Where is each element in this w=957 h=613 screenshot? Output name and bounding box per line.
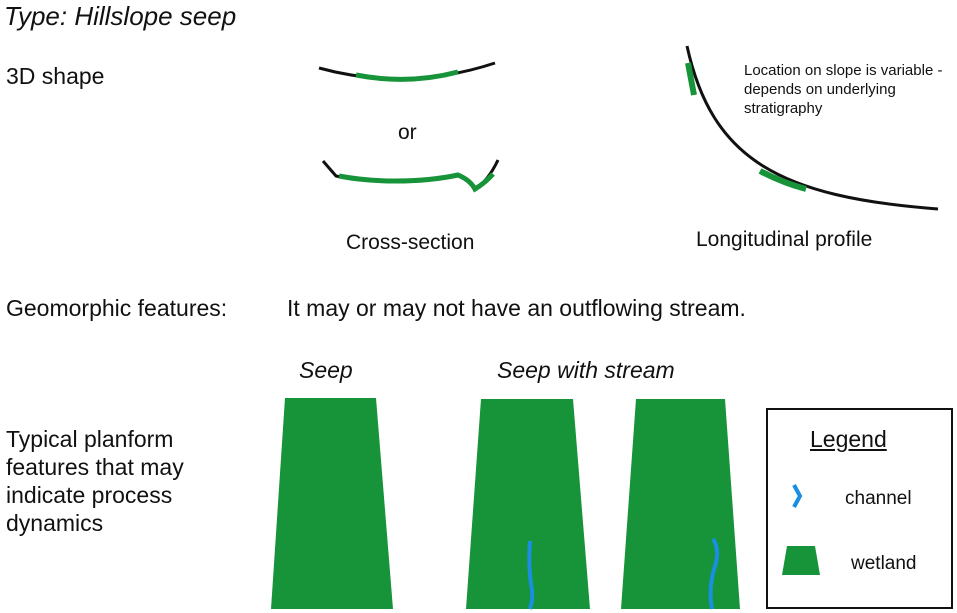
seep-label: Seep xyxy=(299,357,353,383)
page-title: Type: Hillslope seep xyxy=(4,1,237,31)
cross-section-lower-wetland xyxy=(338,172,495,193)
seep-with-stream-label: Seep with stream xyxy=(497,357,675,383)
channel-icon xyxy=(792,484,803,508)
longitudinal-profile-label: Longitudinal profile xyxy=(696,228,873,251)
longitudinal-wetland-upper xyxy=(685,62,697,96)
legend-title: Legend xyxy=(810,426,887,452)
slope-location-note: Location on slope is variable - depends … xyxy=(744,62,943,117)
shape-section-label: 3D shape xyxy=(6,63,105,89)
geomorphic-features-text: It may or may not have an outflowing str… xyxy=(287,295,746,321)
seep-with-stream-planform-2 xyxy=(621,399,740,609)
wetland-icon xyxy=(782,546,820,575)
seep-with-stream-channel-1 xyxy=(527,540,535,610)
cross-section-upper-profile xyxy=(318,61,496,81)
seep-wetland-planform xyxy=(271,398,393,609)
geomorphic-features-label: Geomorphic features: xyxy=(6,295,228,321)
or-label: or xyxy=(398,121,417,144)
longitudinal-profile-curve xyxy=(685,45,939,211)
legend-channel-label: channel xyxy=(845,488,912,509)
legend-wetland-label: wetland xyxy=(851,553,917,574)
cross-section-label: Cross-section xyxy=(346,231,475,254)
longitudinal-wetland-lower xyxy=(758,168,807,192)
seep-with-stream-channel-2 xyxy=(708,537,720,610)
cross-section-upper-wetland xyxy=(355,69,459,82)
planform-features-label: Typical planform features that may indic… xyxy=(6,426,184,536)
seep-with-stream-planform-1 xyxy=(466,399,590,609)
